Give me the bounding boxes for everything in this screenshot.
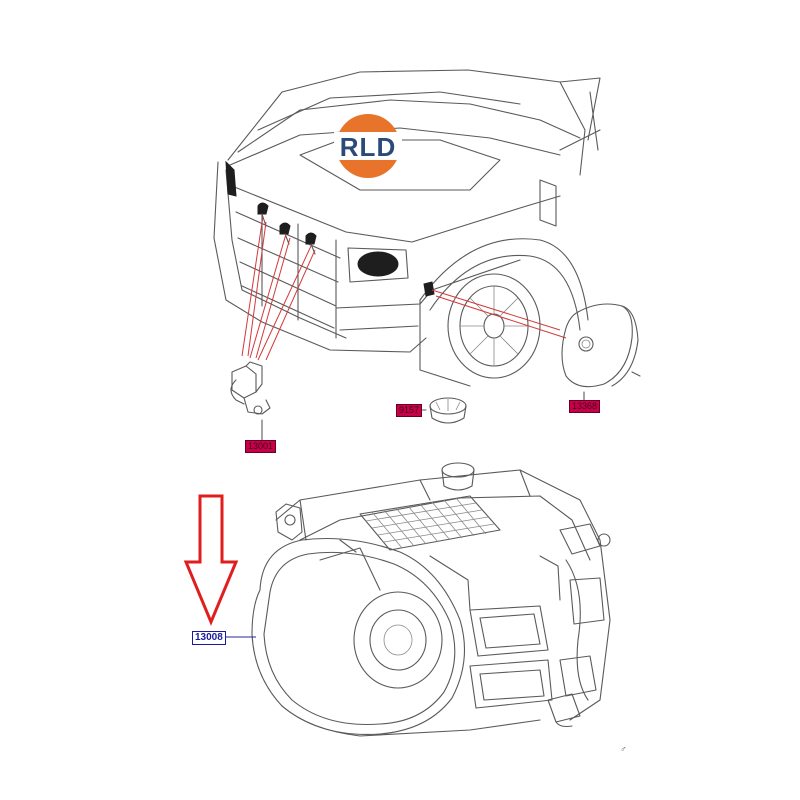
callout-13368: 13368 — [569, 400, 601, 413]
corner-reference: ♂ — [620, 744, 627, 754]
callout-13008: 13008 — [192, 631, 226, 645]
part-9157-illustration — [417, 397, 467, 424]
leader-lines — [241, 215, 567, 361]
callout-9157: 9157 — [396, 404, 423, 417]
part-13001-illustration — [230, 361, 271, 441]
headlamp-assembly-illustration — [251, 462, 611, 737]
callout-13001: 13001 — [245, 440, 277, 453]
down-arrow-icon — [183, 494, 239, 626]
logo-text: RLD — [340, 132, 396, 162]
rld-logo: RLD — [334, 114, 402, 178]
part-13368-illustration — [561, 303, 641, 401]
vehicle-front-illustration — [213, 69, 601, 387]
